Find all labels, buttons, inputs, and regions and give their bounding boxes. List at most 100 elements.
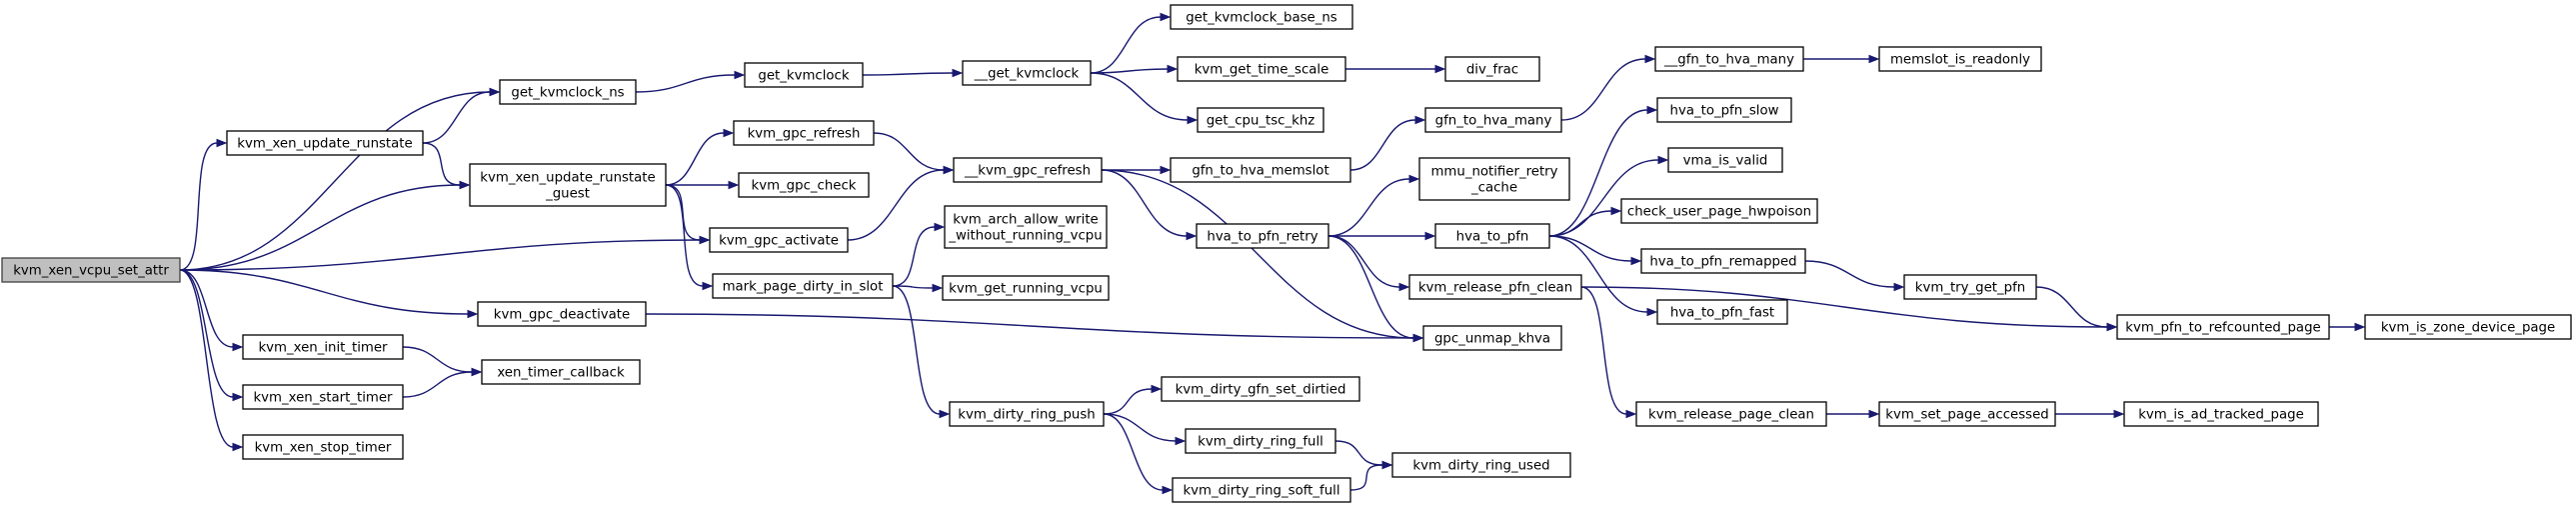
node-label-timer_callback: xen_timer_callback	[497, 366, 625, 381]
edge-pfn_retry-to-notifier	[1327, 178, 1410, 237]
node-start_timer[interactable]: kvm_xen_start_timer	[242, 384, 404, 410]
arrowhead-unmap_khva	[1412, 333, 1424, 343]
node-label-gfn_hva_many2: __gfn_to_hva_many	[1663, 53, 1794, 68]
node-box-gpc_check	[738, 172, 870, 198]
arrowhead-base_ns	[1160, 12, 1172, 22]
node-box-pfn_slow	[1656, 97, 1792, 123]
arrowhead-ad_tracked	[2113, 409, 2125, 419]
node-base_ns[interactable]: get_kvmclock_base_ns	[1170, 4, 1353, 30]
node-label-gpc_refresh2: __kvm_gpc_refresh	[964, 164, 1091, 179]
edge-root-to-update_runstate_guest	[179, 184, 461, 271]
edge-mark_dirty-to-dirty_push	[892, 285, 941, 415]
node-hva_memslot[interactable]: gfn_to_hva_memslot	[1170, 157, 1351, 183]
node-box-init_timer	[242, 334, 404, 360]
node-label-root: kvm_xen_vcpu_set_attr	[13, 264, 169, 279]
node-notifier[interactable]: mmu_notifier_retry_cache	[1418, 157, 1570, 201]
node-gfn_hva_many2[interactable]: __gfn_to_hva_many	[1654, 46, 1804, 72]
node-hwpoison[interactable]: check_user_page_hwpoison	[1620, 198, 1818, 224]
node-ring_full[interactable]: kvm_dirty_ring_full	[1185, 428, 1336, 454]
node-box-gfn_hva_many2	[1654, 46, 1804, 72]
arrowhead-zone_device	[2354, 322, 2366, 332]
edge-update_runstate_guest-to-mark_dirty	[665, 184, 704, 287]
node-gpc_check[interactable]: kvm_gpc_check	[738, 172, 870, 198]
node-pfn_retry[interactable]: hva_to_pfn_retry	[1196, 223, 1329, 249]
node-label-hva_memslot: gfn_to_hva_memslot	[1192, 164, 1328, 179]
node-get_running[interactable]: kvm_get_running_vcpu	[942, 275, 1110, 301]
arrowhead-get_kvmclock_ns	[489, 87, 501, 97]
edge-soft_full-to-ring_used	[1349, 464, 1383, 491]
edge-get_kvmclock2-to-tsc_khz	[1090, 72, 1189, 121]
edge-try_get-to-refcounted	[2035, 286, 2108, 328]
node-box-update_runstate_guest	[469, 163, 667, 207]
node-unmap_khva[interactable]: gpc_unmap_khva	[1422, 325, 1562, 351]
arrowhead-hva_many	[1414, 115, 1426, 125]
arrowhead-arch_allow	[934, 222, 946, 232]
node-init_timer[interactable]: kvm_xen_init_timer	[242, 334, 404, 360]
node-gpc_deactivate[interactable]: kvm_gpc_deactivate	[477, 301, 647, 327]
node-accessed[interactable]: kvm_set_page_accessed	[1878, 401, 2056, 427]
node-release_clean[interactable]: kvm_release_pfn_clean	[1408, 274, 1582, 300]
node-hva_many[interactable]: gfn_to_hva_many	[1424, 107, 1562, 133]
node-time_scale[interactable]: kvm_get_time_scale	[1177, 56, 1346, 82]
node-box-release_clean	[1408, 274, 1582, 300]
edge-root-to-stop_timer	[179, 269, 234, 448]
node-timer_callback[interactable]: xen_timer_callback	[481, 359, 641, 385]
node-pfn_slow[interactable]: hva_to_pfn_slow	[1656, 97, 1792, 123]
node-update_runstate[interactable]: kvm_xen_update_runstate	[226, 130, 424, 156]
node-label-time_scale: kvm_get_time_scale	[1195, 63, 1329, 78]
edge-gpc_activate-to-gpc_refresh2	[847, 169, 945, 241]
node-vma_valid[interactable]: vma_is_valid	[1667, 147, 1783, 173]
node-get_kvmclock2[interactable]: __get_kvmclock	[962, 60, 1092, 86]
node-hva_to_pfn[interactable]: hva_to_pfn	[1434, 223, 1550, 249]
arrowhead-dirty_push	[939, 409, 951, 419]
edge-root-to-start_timer	[179, 269, 234, 398]
edge-hva_to_pfn-to-remapped	[1548, 235, 1632, 262]
node-label-mark_dirty: mark_page_dirty_in_slot	[723, 280, 884, 295]
edge-gpc_deactivate-to-unmap_khva	[645, 313, 1414, 339]
node-gpc_refresh[interactable]: kvm_gpc_refresh	[733, 120, 875, 146]
arrowhead-get_kvmclock2	[952, 68, 964, 78]
node-set_dirtied[interactable]: kvm_dirty_gfn_set_dirtied	[1161, 376, 1360, 402]
node-arch_allow[interactable]: kvm_arch_allow_write_without_running_vcp…	[944, 205, 1108, 249]
node-ring_used[interactable]: kvm_dirty_ring_used	[1391, 452, 1571, 478]
edge-hva_to_pfn-to-pfn_fast	[1548, 235, 1648, 313]
node-label-pfn_retry: hva_to_pfn_retry	[1207, 230, 1317, 245]
node-try_get[interactable]: kvm_try_get_pfn	[1903, 274, 2037, 300]
node-tsc_khz[interactable]: get_cpu_tsc_khz	[1197, 107, 1324, 133]
node-update_runstate_guest[interactable]: kvm_xen_update_runstate_guest	[469, 163, 667, 207]
node-soft_full[interactable]: kvm_dirty_ring_soft_full	[1172, 477, 1351, 503]
node-mark_dirty[interactable]: mark_page_dirty_in_slot	[712, 273, 894, 299]
node-box-get_kvmclock	[744, 62, 864, 88]
edge-hva_many-to-gfn_hva_many2	[1560, 58, 1646, 121]
node-box-ring_used	[1391, 452, 1571, 478]
edge-gpc_refresh-to-gpc_refresh2	[873, 132, 945, 171]
node-box-ad_tracked	[2123, 401, 2319, 427]
node-box-mark_dirty	[712, 273, 894, 299]
node-remapped[interactable]: hva_to_pfn_remapped	[1640, 248, 1806, 274]
node-box-hva_to_pfn	[1434, 223, 1550, 249]
node-label-ring_used: kvm_dirty_ring_used	[1412, 459, 1549, 474]
node-dirty_push[interactable]: kvm_dirty_ring_push	[949, 401, 1105, 427]
node-get_kvmclock[interactable]: get_kvmclock	[744, 62, 864, 88]
node-label-hva_many: gfn_to_hva_many	[1435, 114, 1552, 129]
arrowhead-init_timer	[232, 342, 244, 352]
node-root[interactable]: kvm_xen_vcpu_set_attr	[1, 257, 181, 283]
edge-update_runstate-to-update_runstate_guest	[422, 142, 461, 186]
node-div_frac[interactable]: div_frac	[1444, 56, 1540, 82]
node-gpc_activate[interactable]: kvm_gpc_activate	[709, 227, 849, 253]
call-nodes: kvm_xen_vcpu_set_attr get_kvmclock_ns kvm_…	[1, 4, 2572, 503]
node-page_clean[interactable]: kvm_release_page_clean	[1635, 401, 1827, 427]
node-gpc_refresh2[interactable]: __kvm_gpc_refresh	[953, 157, 1103, 183]
node-readonly[interactable]: memslot_is_readonly	[1878, 46, 2042, 72]
node-label-update_runstate: kvm_xen_update_runstate	[237, 137, 412, 152]
node-refcounted[interactable]: kvm_pfn_to_refcounted_page	[2116, 314, 2330, 340]
node-zone_device[interactable]: kvm_is_zone_device_page	[2364, 314, 2572, 340]
node-ad_tracked[interactable]: kvm_is_ad_tracked_page	[2123, 401, 2319, 427]
node-get_kvmclock_ns[interactable]: get_kvmclock_ns	[499, 79, 637, 105]
arrowhead-refcounted	[2106, 322, 2118, 332]
node-box-get_kvmclock2	[962, 60, 1092, 86]
node-stop_timer[interactable]: kvm_xen_stop_timer	[242, 434, 404, 460]
edge-get_kvmclock_ns-to-get_kvmclock	[635, 74, 736, 93]
node-pfn_fast[interactable]: hva_to_pfn_fast	[1656, 299, 1788, 325]
node-label-refcounted: kvm_pfn_to_refcounted_page	[2125, 321, 2320, 336]
